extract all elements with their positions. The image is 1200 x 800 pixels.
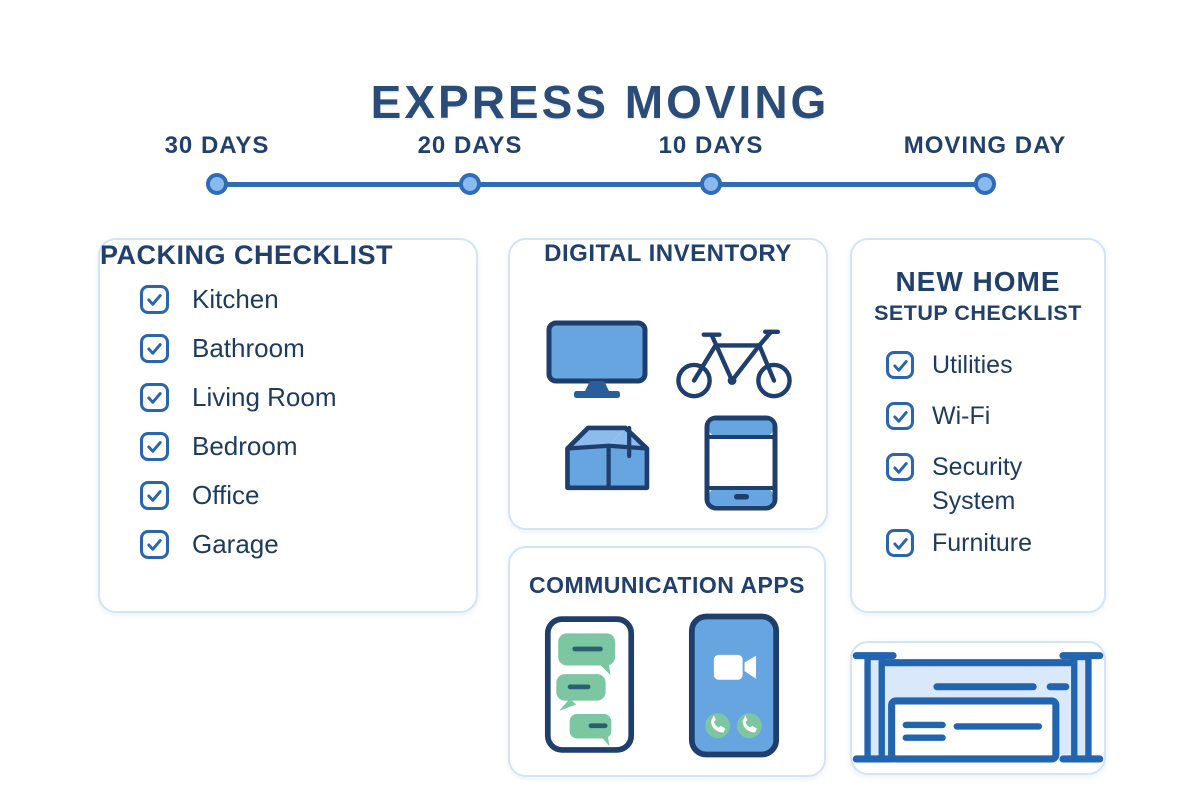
moving-box-icon bbox=[550, 413, 656, 499]
milestone-label: 30 DAYS bbox=[164, 132, 270, 159]
checklist-item-row[interactable]: Kitchen bbox=[100, 275, 476, 324]
checklist-item-label: Living Room bbox=[192, 382, 337, 412]
checklist-item-label: Garage bbox=[192, 529, 279, 559]
checklist-item-row[interactable]: Utilities bbox=[852, 340, 1104, 391]
checklist-item-label: Utilities bbox=[932, 351, 1013, 379]
checklist-item-label: Wi-Fi bbox=[932, 402, 991, 430]
page-title: EXPRESS MOVING bbox=[370, 75, 830, 128]
checklist-item-label: Bathroom bbox=[192, 333, 305, 363]
checkbox-checked-icon[interactable] bbox=[140, 334, 169, 363]
monitor-icon bbox=[546, 320, 648, 400]
checklist-item-row[interactable]: Wi-Fi bbox=[852, 391, 1104, 442]
packing-checklist-list: Kitchen Bathroom Living Room bbox=[100, 275, 476, 569]
communication-apps-title: COMMUNICATION APPS bbox=[528, 572, 806, 598]
milestone-label: MOVING DAY bbox=[903, 132, 1067, 159]
bicycle-icon bbox=[670, 324, 798, 402]
milestone-dot-icon bbox=[700, 173, 722, 195]
milestone-dot-icon bbox=[974, 173, 996, 195]
garage-icon bbox=[852, 643, 1104, 773]
checkbox-checked-icon[interactable] bbox=[140, 383, 169, 412]
packing-checklist-card: PACKING CHECKLIST Kitchen Bathroom bbox=[98, 238, 478, 613]
milestone-label: 10 DAYS bbox=[658, 132, 764, 159]
checkbox-checked-icon[interactable] bbox=[886, 402, 914, 430]
milestone-dot-icon bbox=[459, 173, 481, 195]
checklist-item-label: Security System bbox=[932, 453, 1023, 515]
checklist-item-row[interactable]: Office bbox=[100, 471, 476, 520]
checklist-item-label: Office bbox=[192, 480, 260, 510]
digital-inventory-title: DIGITAL INVENTORY bbox=[544, 240, 792, 267]
timeline-line bbox=[217, 182, 982, 187]
checklist-item-label: Bedroom bbox=[192, 431, 298, 461]
checkbox-checked-icon[interactable] bbox=[140, 285, 169, 314]
chat-messages-phone-icon bbox=[544, 614, 635, 755]
checkbox-checked-icon[interactable] bbox=[140, 481, 169, 510]
new-home-title-line1: NEW HOME bbox=[895, 266, 1061, 297]
new-home-setup-card: NEW HOME SETUP CHECKLIST Utilities Wi-Fi bbox=[850, 238, 1106, 613]
checkbox-checked-icon[interactable] bbox=[140, 432, 169, 461]
tablet-icon bbox=[704, 415, 778, 511]
garage-card bbox=[850, 641, 1106, 775]
milestone-label: 20 DAYS bbox=[417, 132, 523, 159]
communication-apps-card: COMMUNICATION APPS bbox=[508, 546, 826, 777]
checklist-item-row[interactable]: Living Room bbox=[100, 373, 476, 422]
checkbox-checked-icon[interactable] bbox=[140, 530, 169, 559]
milestone-dot-icon bbox=[206, 173, 228, 195]
checklist-item-row[interactable]: Bedroom bbox=[100, 422, 476, 471]
timeline: 30 DAYS 20 DAYS 10 DAYS MOVING DAY bbox=[0, 0, 1200, 220]
checkbox-checked-icon[interactable] bbox=[886, 351, 914, 379]
checklist-item-label: Furniture bbox=[932, 529, 1033, 557]
packing-checklist-title: PACKING CHECKLIST bbox=[100, 240, 394, 270]
checkbox-checked-icon[interactable] bbox=[886, 453, 914, 481]
checklist-item-label: Kitchen bbox=[192, 284, 279, 314]
checklist-item-row[interactable]: Garage bbox=[100, 520, 476, 569]
video-call-phone-icon bbox=[688, 612, 780, 759]
checklist-item-row[interactable]: Furniture bbox=[852, 518, 1104, 569]
checkbox-checked-icon[interactable] bbox=[886, 529, 914, 557]
checklist-item-row[interactable]: Security System bbox=[852, 442, 1104, 518]
new-home-title-line2: SETUP CHECKLIST bbox=[874, 301, 1082, 325]
new-home-checklist: Utilities Wi-Fi Security System bbox=[852, 340, 1104, 569]
digital-inventory-card: DIGITAL INVENTORY bbox=[508, 238, 828, 530]
checklist-item-row[interactable]: Bathroom bbox=[100, 324, 476, 373]
